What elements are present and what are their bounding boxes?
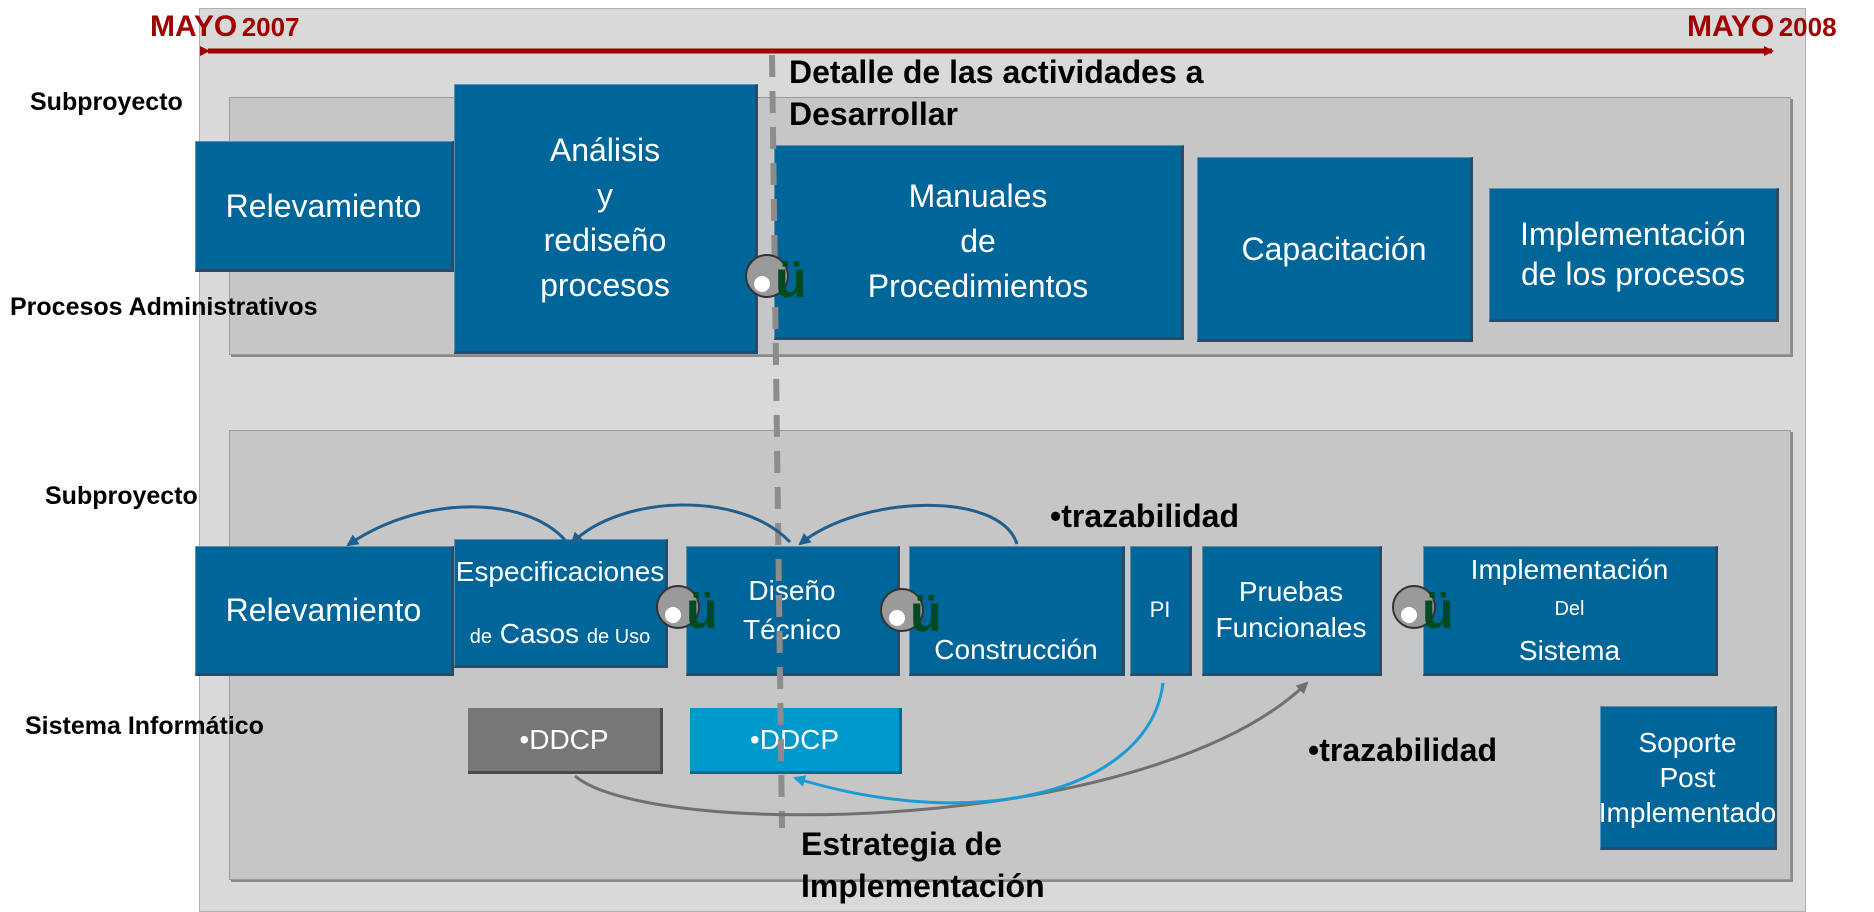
trazabilidad-label-bottom: •trazabilidad [1308, 732, 1498, 768]
timeline-start-label: MAYO 2007 [150, 10, 300, 43]
heading-top: Detalle de las actividades a Desarrollar [789, 54, 1204, 132]
section2-title: Subproyecto [45, 482, 198, 510]
ddcp-box-gray: •DDCP [468, 708, 663, 774]
system-box-especificaciones: Especificaciones de Casos de Uso [454, 539, 668, 668]
process-box-relevamiento: Relevamiento [195, 141, 454, 272]
process-box-capacitacion: Capacitación [1197, 157, 1473, 342]
timeline-end-label: MAYO 2008 [1687, 10, 1837, 43]
system-box-relevamiento: Relevamiento [195, 546, 454, 676]
system-box-soporte: Soporte Post Implementado [1599, 706, 1777, 850]
milestone-marker-icon: ü [656, 585, 718, 637]
ddcp-box-light: •DDCP [690, 708, 902, 774]
process-box-manuales: Manuales de Procedimientos [774, 145, 1184, 340]
arrow-construccion-to-diseno [798, 503, 1019, 546]
arrow-pi-to-ddcp [793, 682, 1165, 805]
heading-bottom: Estrategia de Implementación [801, 826, 1045, 904]
trazabilidad-label-top: •trazabilidad [1050, 498, 1240, 534]
milestone-marker-icon: ü [745, 254, 807, 306]
arrow-especificaciones-to-relevamiento [346, 505, 567, 547]
divider-dashed [769, 54, 785, 829]
milestone-marker-icon: ü [1392, 585, 1454, 637]
process-box-analisis: Análisis y rediseño procesos [454, 84, 758, 354]
system-box-diseno-tecnico: Diseño Técnico [686, 546, 900, 676]
system-box-pruebas: Pruebas Funcionales [1202, 546, 1382, 676]
arrow-diseno-to-especificaciones [570, 503, 792, 545]
section1-title: Subproyecto [30, 88, 183, 116]
milestone-marker-icon: ü [880, 588, 942, 640]
process-box-implementacion: Implementación de los procesos [1489, 188, 1779, 322]
arrow-ddcp-gray-to-pruebas [574, 681, 1309, 817]
section2-subtitle: Sistema Informático [25, 712, 264, 740]
system-box-pi: PI [1130, 546, 1192, 676]
section1-subtitle: Procesos Administrativos [10, 293, 318, 321]
